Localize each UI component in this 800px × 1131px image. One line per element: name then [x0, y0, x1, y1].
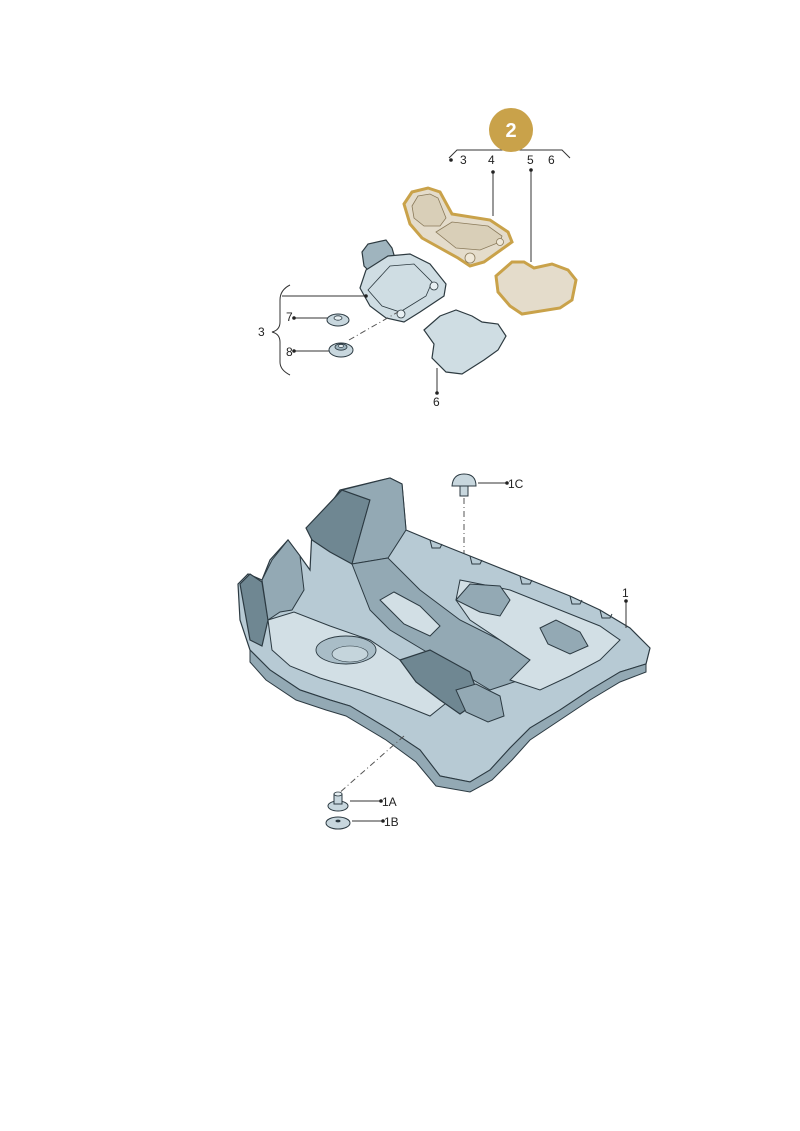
label-7: 7 — [286, 310, 293, 324]
bracket-3 — [271, 284, 291, 376]
front-mat-gold[interactable] — [402, 186, 514, 268]
floor-carpet-group: 1C — [237, 473, 651, 830]
label-1A: 1A — [382, 795, 397, 809]
clip-7[interactable] — [326, 313, 350, 327]
label-3-side: 3 — [258, 325, 265, 339]
fastener-1C[interactable] — [451, 473, 477, 497]
label-4: 4 — [488, 153, 495, 167]
rear-mat-grey[interactable] — [423, 309, 507, 375]
label-1C: 1C — [508, 477, 524, 491]
label-5: 5 — [527, 153, 534, 167]
label-6-top: 6 — [548, 153, 555, 167]
front-mat-grey[interactable] — [359, 239, 447, 323]
label-1: 1 — [622, 586, 629, 600]
clip-8[interactable] — [328, 342, 354, 358]
rear-mat-gold[interactable] — [494, 260, 578, 316]
label-6-bottom: 6 — [433, 395, 440, 409]
fastener-1A[interactable] — [327, 791, 349, 812]
callout-number: 2 — [505, 120, 516, 142]
label-8: 8 — [286, 345, 293, 359]
label-3-top: 3 — [460, 153, 467, 167]
label-1B: 1B — [384, 815, 399, 829]
callout-badge[interactable] — [489, 108, 533, 152]
fastener-1B[interactable] — [325, 816, 351, 830]
floor-mats-group: 2 3 4 5 6 — [258, 108, 578, 409]
floor-carpet[interactable] — [237, 477, 651, 793]
